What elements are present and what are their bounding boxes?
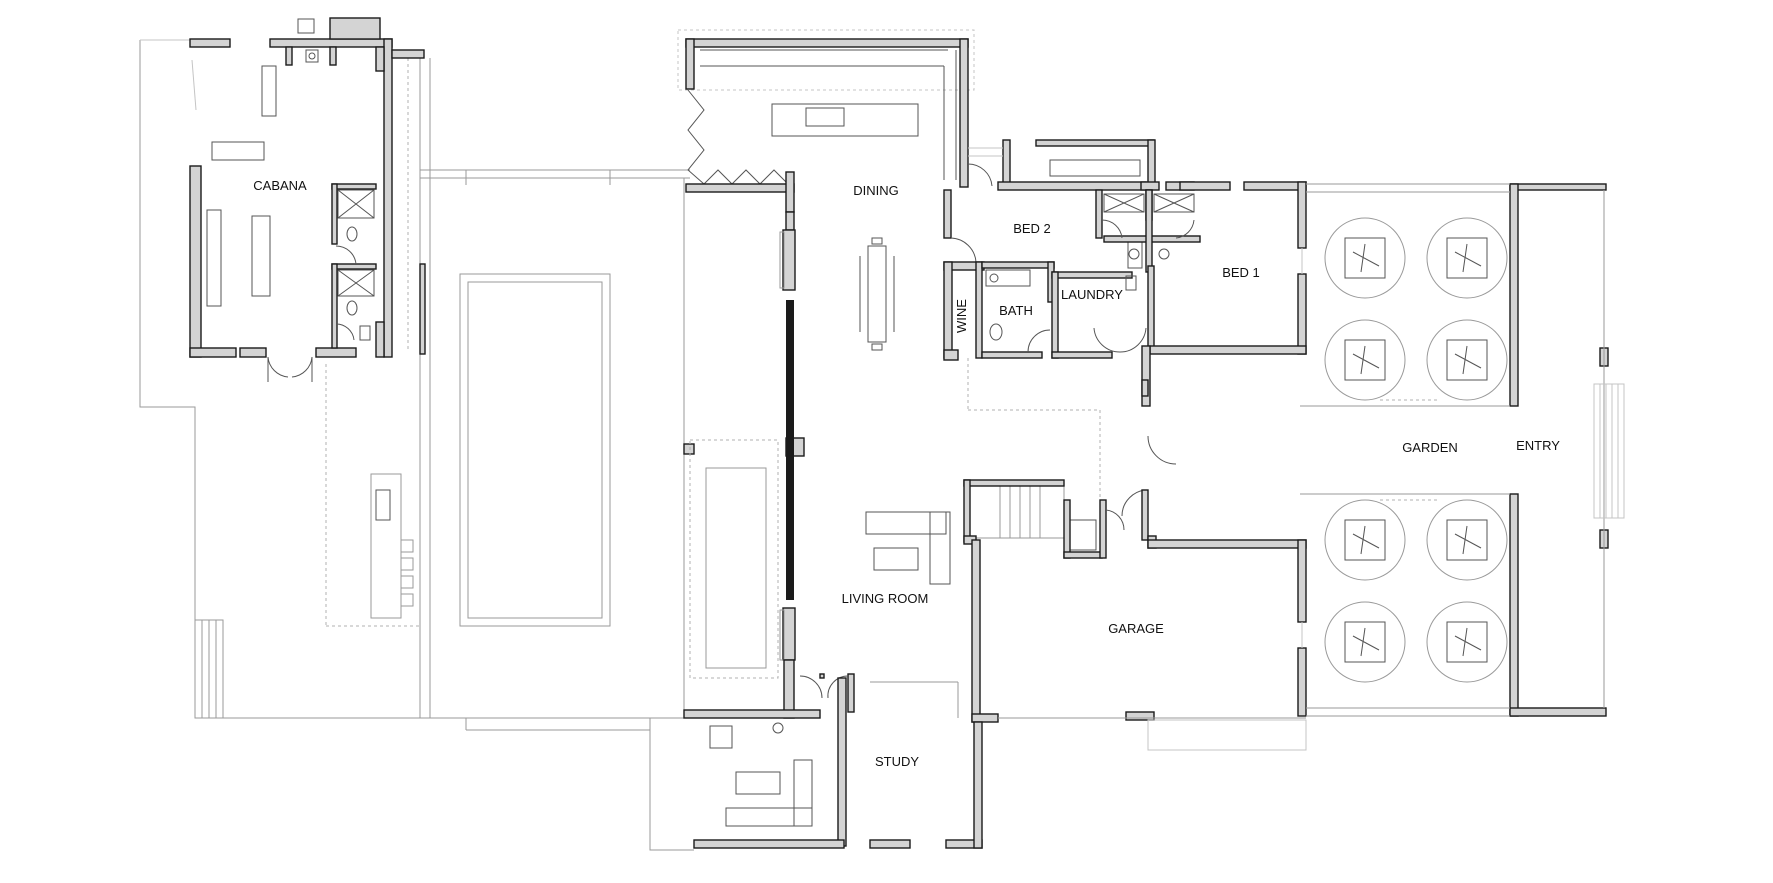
room-label-bed1: BED 1 [1222,265,1260,280]
room-label-bed2: BED 2 [1013,221,1051,236]
room-label-laundry: LAUNDRY [1061,287,1123,302]
tree [1426,319,1508,401]
room-label-garden: GARDEN [1402,440,1458,455]
room-label-bath: BATH [999,303,1033,318]
room-label-garage: GARAGE [1108,621,1164,636]
tree [1324,499,1406,581]
room-label-living-room: LIVING ROOM [842,591,929,606]
room-label-dining: DINING [853,183,899,198]
room-labels: DINING BED 2 BED 1 WINE BATH LAUNDRY GAR… [842,183,1561,769]
room-label-cabana: CABANA [253,178,307,193]
site-outline [139,39,694,851]
room-label-entry: ENTRY [1516,438,1560,453]
cabana-building: CABANA [189,17,426,382]
outdoor-bar [370,473,414,619]
tree [1324,217,1406,299]
garden-trees [1324,217,1508,683]
tree [1426,217,1508,299]
tree [1426,499,1508,581]
tree [1324,601,1406,683]
tree [1426,601,1508,683]
tree [1324,319,1406,401]
main-house [677,29,1625,849]
room-label-wine: WINE [954,299,969,333]
pool [459,273,611,627]
room-label-study: STUDY [875,754,919,769]
